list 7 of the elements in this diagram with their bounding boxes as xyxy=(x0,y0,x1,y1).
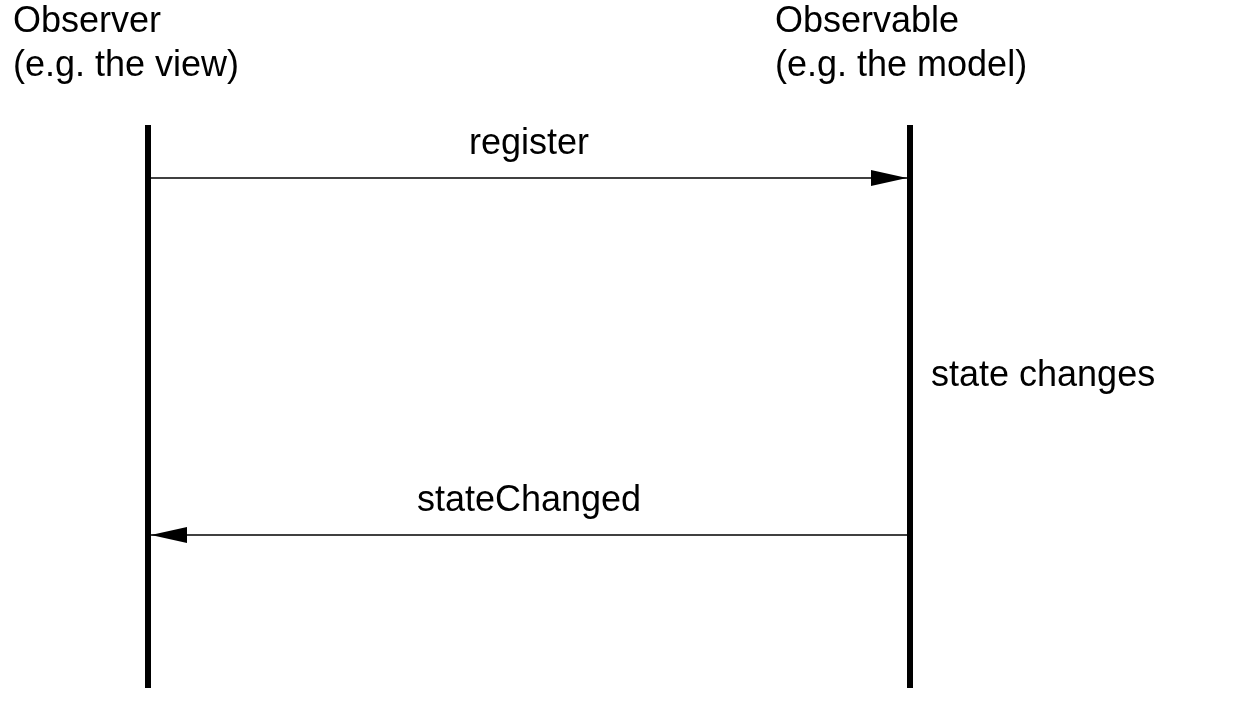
message-arrow xyxy=(150,170,908,186)
lifeline-title: Observable xyxy=(775,0,960,42)
lifeline-subtitle: (e.g. the view) xyxy=(13,42,240,86)
lifeline-title: Observer xyxy=(13,0,162,42)
message-arrow xyxy=(150,527,908,543)
lifeline-subtitle: (e.g. the model) xyxy=(775,42,1028,86)
state-note: state changes xyxy=(931,352,1156,396)
